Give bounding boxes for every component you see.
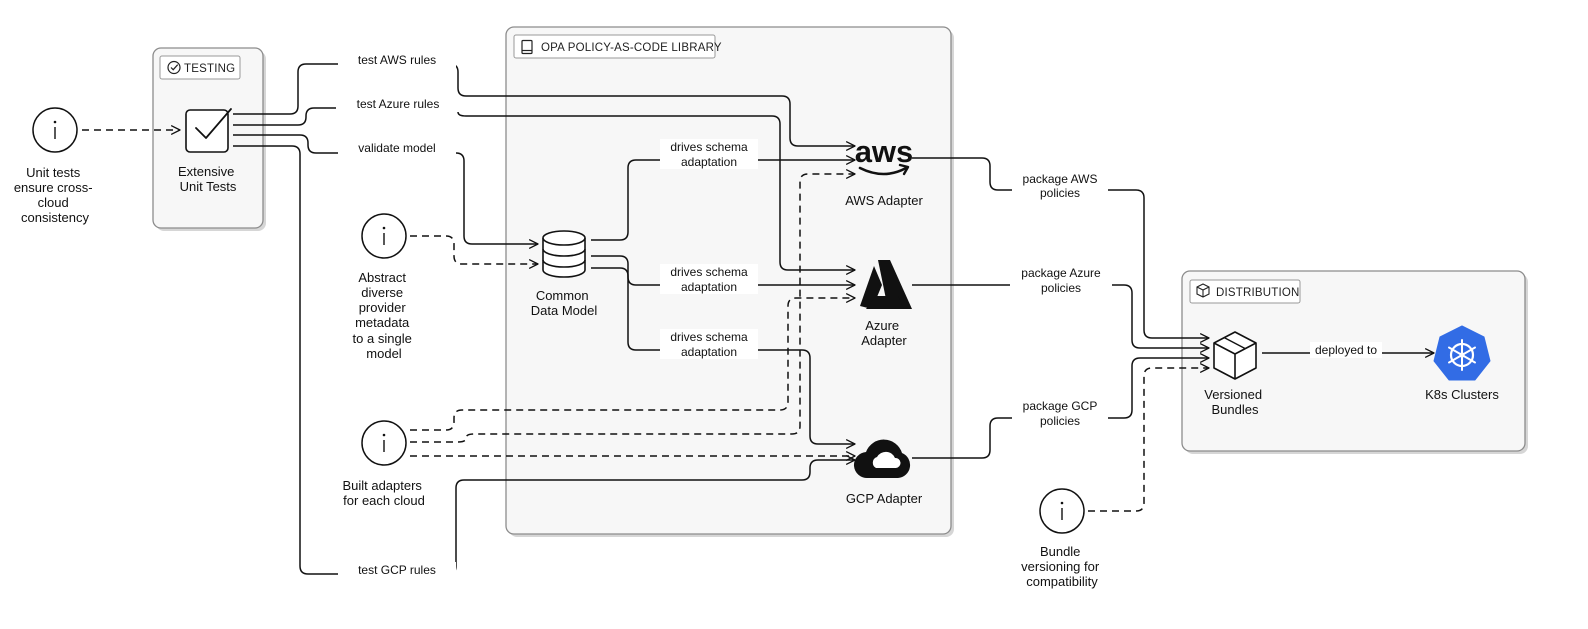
edge-label-text: test GCP rules — [358, 563, 436, 577]
edge-label-text: deployed to — [1315, 343, 1377, 357]
k8s-clusters-label: K8s Clusters — [1425, 387, 1499, 402]
edge-adapters-note-to-aws — [410, 169, 856, 443]
gcp-adapter-label: GCP Adapter — [846, 491, 923, 506]
package-icon — [1196, 283, 1210, 298]
edge-label-text: test Azure rules — [357, 97, 440, 111]
aws-adapter: aws AWS Adapter — [845, 134, 923, 208]
edge-package-azure — [912, 284, 1210, 353]
unit-tests-note: Unit tests ensure cross- cloud consisten… — [14, 107, 96, 225]
abstract-note: Abstract diverse provider metadata to a … — [353, 213, 416, 361]
bundle-note-label: Bundle versioning for compatibility — [1021, 544, 1103, 589]
edge-label-text: adaptation — [681, 345, 737, 359]
distribution-group: DISTRIBUTION — [1181, 270, 1528, 454]
info-icon — [1039, 488, 1085, 534]
aws-adapter-label: AWS Adapter — [845, 193, 923, 208]
edge-label-text: policies — [1041, 281, 1081, 295]
edge-label-deployed-to: deployed to — [1310, 342, 1382, 358]
testing-group-title: TESTING — [184, 63, 235, 75]
edge-label-package-azure: package Azure policies — [1010, 265, 1112, 295]
aws-logo-icon: aws — [855, 134, 914, 176]
book-icon — [521, 39, 533, 55]
edge-label-text: package AWS — [1023, 172, 1098, 186]
aws-logo-text: aws — [855, 134, 914, 169]
bundle-note: Bundle versioning for compatibility — [1021, 488, 1103, 589]
edge-test-gcp — [233, 145, 856, 575]
edge-label-test-gcp: test GCP rules — [338, 562, 456, 578]
edge-label-package-aws: package AWS policies — [1012, 170, 1108, 200]
unit-tests-note-label: Unit tests ensure cross- cloud consisten… — [14, 165, 96, 225]
edge-bundle-note-to-bundles — [1088, 363, 1210, 512]
edge-label-test-azure: test Azure rules — [336, 96, 460, 112]
google-cloud-logo-icon — [853, 439, 911, 479]
adapters-note-label: Built adapters for each cloud — [342, 478, 425, 508]
edge-label-text: package GCP — [1023, 399, 1098, 413]
edge-label-text: drives schema — [670, 140, 748, 154]
checkbox-icon — [185, 108, 232, 153]
common-data-model-label: Common Data Model — [531, 288, 598, 318]
edge-label-drives-azure: drives schema adaptation — [660, 264, 758, 294]
edge-label-text: policies — [1040, 186, 1080, 200]
adapters-note: Built adapters for each cloud — [342, 420, 425, 508]
edge-label-text: adaptation — [681, 155, 737, 169]
info-icon — [32, 107, 78, 153]
extensive-unit-tests: Extensive Unit Tests — [178, 108, 238, 194]
edge-label-text: test AWS rules — [358, 53, 436, 67]
box-icon — [1213, 331, 1257, 380]
edge-test-aws — [233, 63, 856, 151]
edge-label-text: validate model — [358, 141, 435, 155]
versioned-bundles: Versioned Bundles — [1204, 331, 1265, 417]
info-icon — [361, 213, 407, 259]
edge-label-validate-model: validate model — [338, 140, 456, 156]
edge-label-text: drives schema — [670, 265, 748, 279]
edge-label-package-gcp: package GCP policies — [1012, 398, 1108, 428]
distribution-group-tag: DISTRIBUTION — [1189, 279, 1301, 304]
extensive-unit-tests-label: Extensive Unit Tests — [178, 164, 238, 194]
library-group-title: OPA POLICY-AS-CODE LIBRARY — [541, 42, 722, 54]
abstract-note-label: Abstract diverse provider metadata to a … — [353, 270, 416, 361]
k8s-clusters: K8s Clusters — [1425, 325, 1499, 402]
gcp-adapter: GCP Adapter — [846, 439, 923, 506]
kubernetes-icon — [1433, 325, 1491, 381]
edge-drives-aws — [591, 155, 856, 241]
edge-label-text: adaptation — [681, 280, 737, 294]
versioned-bundles-label: Versioned Bundles — [1204, 387, 1265, 417]
testing-group-tag: TESTING — [159, 55, 241, 80]
edge-labels: test AWS rules test Azure rules validate… — [336, 52, 1382, 578]
edge-drives-azure — [591, 255, 856, 290]
azure-logo-icon — [860, 260, 912, 309]
azure-adapter-label: Azure Adapter — [861, 318, 907, 348]
common-data-model: Common Data Model — [531, 230, 598, 318]
edge-label-test-aws: test AWS rules — [338, 52, 456, 68]
info-icon — [361, 420, 407, 466]
edge-abstract-note-to-model — [410, 235, 539, 269]
database-icon — [542, 230, 586, 278]
edge-label-drives-aws: drives schema adaptation — [660, 139, 758, 169]
edge-label-drives-gcp: drives schema adaptation — [660, 329, 758, 359]
azure-adapter: Azure Adapter — [860, 260, 912, 348]
library-group-tag: OPA POLICY-AS-CODE LIBRARY — [513, 34, 722, 59]
edge-label-text: drives schema — [670, 330, 748, 344]
distribution-group-title: DISTRIBUTION — [1216, 287, 1300, 299]
edge-label-text: package Azure — [1021, 266, 1101, 280]
edge-label-text: policies — [1040, 414, 1080, 428]
edge-adapters-note-to-azure — [410, 293, 856, 431]
check-circle-icon — [167, 60, 181, 75]
